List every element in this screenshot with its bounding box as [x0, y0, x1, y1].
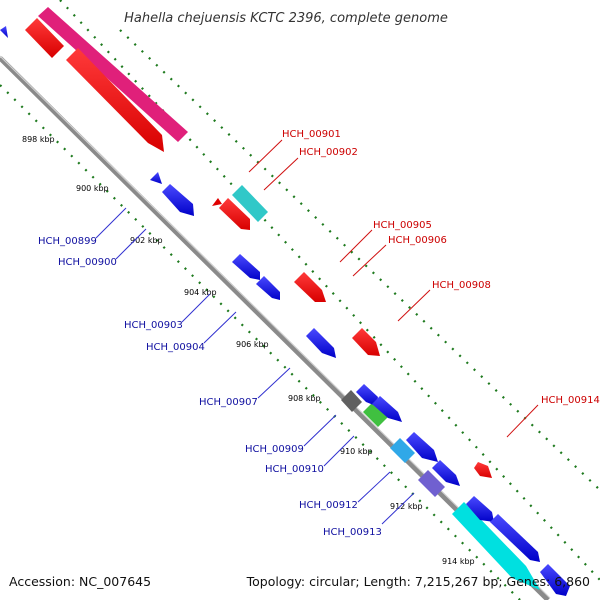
gene-arrow[interactable] [212, 198, 222, 206]
leader-line [248, 139, 283, 173]
kbp-label: 904 kbp [184, 288, 217, 297]
gene-arrow[interactable] [294, 272, 326, 302]
kbp-label: 900 kbp [76, 184, 109, 193]
genome-summary-text: Topology: circular; Length: 7,215,267 bp… [246, 574, 590, 589]
gene-label[interactable]: HCH_00900 [58, 257, 117, 268]
outer-dot-track [119, 29, 600, 491]
gene-arrow[interactable] [372, 396, 402, 422]
leader-line [115, 228, 147, 260]
leader-line [263, 157, 299, 191]
leader-line [203, 311, 237, 344]
forward-strand-genes [38, 7, 268, 222]
gene-arrow[interactable] [66, 48, 164, 152]
kbp-label: 910 kbp [340, 447, 373, 456]
gene-arrow[interactable] [490, 514, 540, 562]
gene-arrow[interactable] [25, 18, 64, 58]
gene-arrow[interactable] [232, 185, 268, 222]
gene-label[interactable]: HCH_00903 [124, 320, 183, 331]
reverse-gene-labels: HCH_00899 HCH_00900 HCH_00903 HCH_00904 … [38, 236, 382, 538]
kbp-label: 914 kbp [442, 557, 475, 566]
gene-label[interactable]: HCH_00899 [38, 236, 97, 247]
accession-text: Accession: NC_007645 [9, 574, 151, 589]
gene-label[interactable]: HCH_00906 [388, 235, 447, 246]
gene-label[interactable]: HCH_00904 [146, 342, 205, 353]
gene-label[interactable]: HCH_00901 [282, 129, 341, 140]
gene-arrow[interactable] [256, 276, 280, 300]
gene-arrow[interactable] [341, 390, 362, 412]
gene-arrow[interactable] [356, 384, 378, 406]
leader-line [397, 289, 431, 322]
map-title: Hahella chejuensis KCTC 2396, complete g… [124, 11, 448, 26]
gene-label[interactable]: HCH_00914 [541, 395, 600, 406]
gene-label[interactable]: HCH_00910 [265, 464, 324, 475]
kbp-label: 902 kbp [130, 236, 163, 245]
gene-arrow[interactable] [306, 328, 336, 358]
gene-arrow[interactable] [162, 184, 194, 216]
gene-arrow[interactable] [390, 438, 415, 463]
gene-label[interactable]: HCH_00912 [299, 500, 358, 511]
gene-arrow[interactable] [466, 496, 494, 522]
leader-line [357, 471, 391, 503]
gene-arrow[interactable] [352, 328, 380, 356]
leader-line [352, 244, 387, 277]
gene-arrow[interactable] [406, 432, 438, 462]
gene-arrow[interactable] [474, 462, 492, 478]
kbp-label: 898 kbp [22, 135, 55, 144]
gene-arrow[interactable] [418, 470, 445, 497]
gene-arrow[interactable] [38, 7, 188, 142]
leader-line [95, 207, 127, 239]
gene-label[interactable]: HCH_00908 [432, 280, 491, 291]
gene-label[interactable]: HCH_00907 [199, 397, 258, 408]
gene-label[interactable]: HCH_00905 [373, 220, 432, 231]
leader-line [257, 367, 291, 399]
leader-line [339, 229, 373, 263]
gene-arrow[interactable] [363, 402, 388, 427]
gene-arrow[interactable] [432, 460, 460, 486]
forward-gene-labels: HCH_00901 HCH_00902 HCH_00905 HCH_00906 … [282, 129, 600, 406]
gene-arrow[interactable] [232, 254, 260, 280]
inner-dot-track [0, 84, 521, 600]
outer-dot-track-top [59, 0, 600, 581]
gene-arrow[interactable] [540, 564, 570, 596]
reverse-strand-genes [0, 26, 570, 596]
gene-arrow[interactable] [0, 26, 8, 38]
kbp-labels: 898 kbp 900 kbp 902 kbp 904 kbp 906 kbp … [22, 135, 475, 566]
gene-arrow[interactable] [452, 502, 540, 590]
gene-arrow[interactable] [150, 172, 162, 184]
gene-arrow[interactable] [219, 198, 250, 230]
leader-line [323, 435, 355, 467]
kbp-label: 908 kbp [288, 394, 321, 403]
kbp-label: 912 kbp [390, 502, 423, 511]
gene-label[interactable]: HCH_00913 [323, 527, 382, 538]
reverse-leader-lines [95, 207, 415, 525]
kbp-label: 906 kbp [236, 340, 269, 349]
gene-label[interactable]: HCH_00909 [245, 444, 304, 455]
leader-line [506, 404, 539, 438]
forward-leader-lines [248, 139, 539, 438]
leader-line [303, 414, 337, 447]
leader-line [381, 492, 415, 525]
leader-line [181, 293, 211, 323]
gene-label[interactable]: HCH_00902 [299, 147, 358, 158]
backbone-genes [25, 18, 540, 590]
